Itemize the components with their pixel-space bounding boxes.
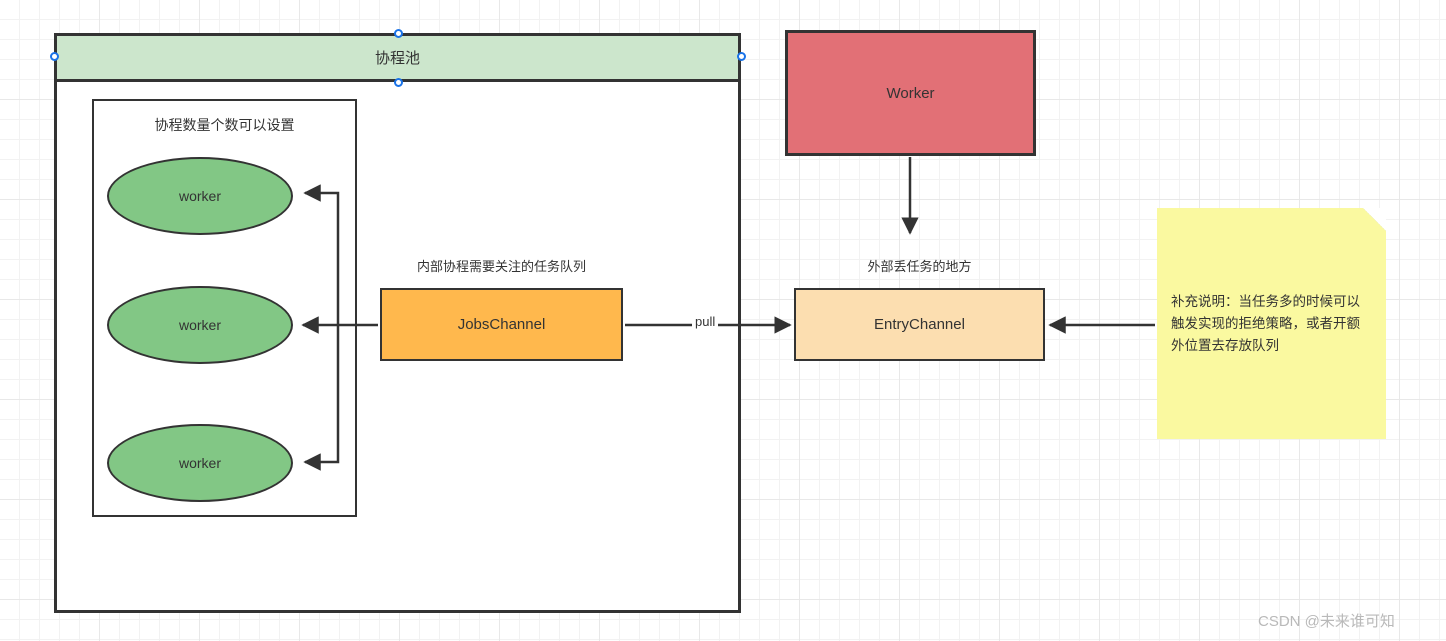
entrychannel-label: EntryChannel	[874, 316, 965, 333]
selection-handle-bottom[interactable]	[394, 78, 403, 87]
worker-ellipse-1-label: worker	[178, 188, 221, 204]
entrychannel-node[interactable]: EntryChannel	[794, 288, 1045, 361]
entrychannel-caption: 外部丢任务的地方	[867, 259, 972, 274]
worker-ellipse-3-label: worker	[178, 455, 221, 471]
worker-ellipse-1[interactable]: worker	[107, 157, 293, 235]
worker-node-label: Worker	[886, 84, 935, 102]
jobschannel-caption: 内部协程需要关注的任务队列	[416, 259, 586, 274]
coroutine-pool-header[interactable]: 协程池	[54, 33, 741, 82]
worker-ellipse-2-label: worker	[178, 317, 221, 333]
sticky-note-text: 补充说明：当任务多的时候可以触发实现的拒绝策略，或者开额外位置去存放队列	[1171, 293, 1360, 353]
sticky-note[interactable]: 补充说明：当任务多的时候可以触发实现的拒绝策略，或者开额外位置去存放队列	[1157, 208, 1386, 439]
worker-ellipse-2[interactable]: worker	[107, 286, 293, 364]
worker-container-label: 协程数量个数可以设置	[154, 117, 295, 133]
jobschannel-label: JobsChannel	[457, 316, 546, 333]
selection-handle-left[interactable]	[50, 52, 59, 61]
worker-node[interactable]: Worker	[785, 30, 1036, 156]
selection-handle-top[interactable]	[394, 29, 403, 38]
worker-ellipse-3[interactable]: worker	[107, 424, 293, 502]
pull-edge-label: pull	[692, 314, 719, 329]
selection-handle-right[interactable]	[737, 52, 746, 61]
watermark: CSDN @未来谁可知	[1258, 613, 1395, 630]
jobschannel-node[interactable]: JobsChannel	[380, 288, 623, 361]
coroutine-pool-title: 协程池	[374, 50, 420, 67]
